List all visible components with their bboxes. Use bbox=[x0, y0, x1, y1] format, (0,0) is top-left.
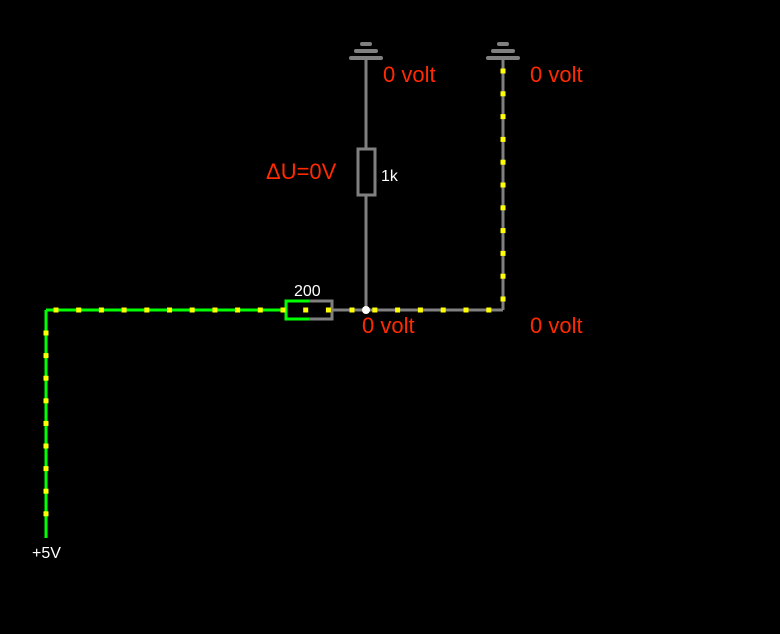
current-dot bbox=[167, 307, 172, 313]
current-dot bbox=[257, 307, 263, 313]
current-dot bbox=[500, 228, 506, 234]
delta-u-label: ΔU=0V bbox=[266, 159, 337, 184]
current-dot bbox=[500, 250, 506, 256]
current-dot bbox=[500, 114, 506, 120]
current-dot bbox=[500, 273, 506, 279]
current-dot bbox=[121, 307, 127, 313]
current-dot bbox=[43, 443, 49, 449]
current-dot bbox=[440, 307, 446, 313]
current-dot bbox=[189, 307, 195, 313]
current-dot bbox=[500, 91, 506, 97]
current-dots bbox=[43, 68, 506, 517]
junction-node[interactable] bbox=[362, 306, 370, 314]
voltage-label-top-right: 0 volt bbox=[530, 62, 583, 87]
current-dot bbox=[144, 307, 150, 313]
current-dot bbox=[303, 307, 309, 313]
ground-symbol-right[interactable] bbox=[486, 42, 520, 60]
current-dot bbox=[417, 307, 423, 313]
current-dot bbox=[500, 68, 506, 74]
resistor-200-value: 200 bbox=[294, 283, 321, 300]
current-dot bbox=[235, 307, 241, 313]
voltage-label-top-left: 0 volt bbox=[383, 62, 436, 87]
current-dot bbox=[500, 296, 506, 302]
source-voltage-label: +5V bbox=[32, 545, 61, 562]
current-dot bbox=[43, 353, 49, 359]
current-dot bbox=[500, 136, 506, 142]
current-dot bbox=[43, 330, 49, 336]
current-dot bbox=[76, 307, 82, 313]
current-dot bbox=[280, 307, 286, 313]
voltage-label-mid-left: 0 volt bbox=[362, 313, 415, 338]
current-dot bbox=[53, 307, 59, 313]
current-dot bbox=[500, 159, 506, 165]
current-dot bbox=[43, 466, 49, 472]
resistor-200[interactable] bbox=[284, 299, 334, 321]
current-dot bbox=[43, 398, 49, 404]
resistor-1k[interactable] bbox=[356, 147, 377, 197]
current-dot bbox=[500, 205, 506, 211]
current-dot bbox=[43, 511, 49, 517]
current-dot bbox=[463, 307, 469, 313]
current-dot bbox=[98, 307, 104, 313]
current-dot bbox=[212, 307, 218, 313]
voltage-label-mid-right: 0 volt bbox=[530, 313, 583, 338]
current-dot bbox=[43, 488, 49, 494]
resistor-1k-value: 1k bbox=[381, 168, 399, 185]
ground-symbol-left[interactable] bbox=[349, 42, 383, 60]
current-dot bbox=[372, 307, 378, 313]
current-dot bbox=[325, 307, 331, 313]
current-dot bbox=[500, 182, 506, 188]
current-dot bbox=[395, 307, 401, 313]
current-dot bbox=[43, 420, 49, 426]
current-dot bbox=[349, 307, 355, 313]
current-dot bbox=[486, 307, 492, 313]
current-dot bbox=[43, 375, 49, 381]
